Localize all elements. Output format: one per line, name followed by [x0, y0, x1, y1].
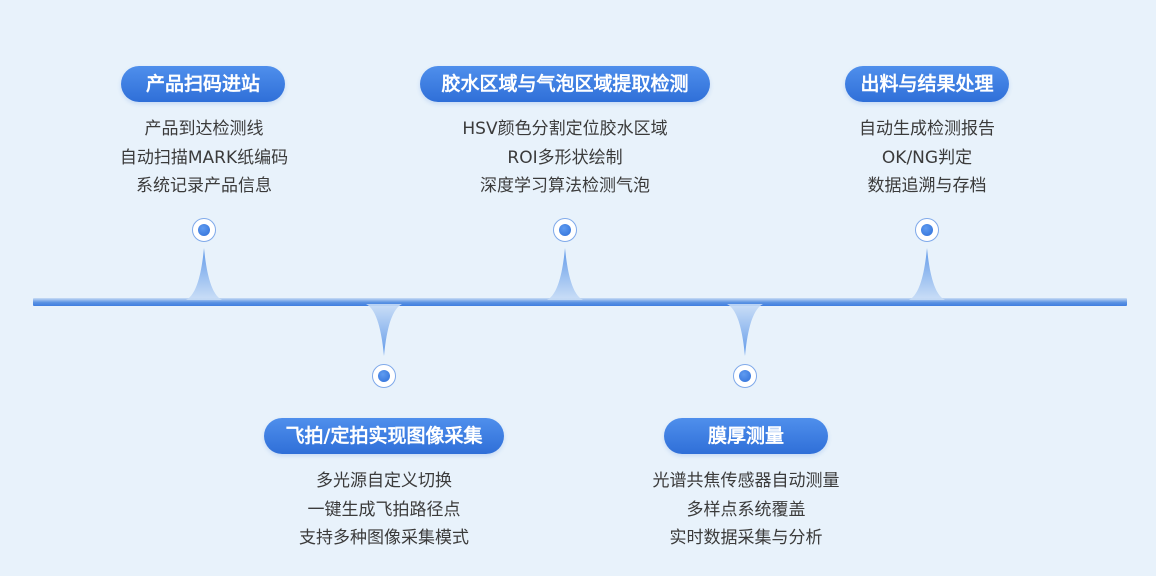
timeline-spike-1 — [186, 248, 222, 300]
stage-item: 数据追溯与存档 — [867, 176, 987, 196]
stage-item: OK/NG判定 — [881, 147, 973, 168]
timeline-line — [33, 298, 1127, 306]
stage-title-image-capture: 飞拍/定拍实现图像采集 — [264, 418, 504, 454]
stage-item: 自动扫描MARK纸编码 — [119, 147, 289, 168]
stage-list-image-capture: 多光源自定义切换 一键生成飞拍路径点 支持多种图像采集模式 — [259, 467, 509, 553]
stage-item: 产品到达检测线 — [144, 119, 264, 139]
stage-list-glue-bubble-detection: HSV颜色分割定位胶水区域 ROI多形状绘制 深度学习算法检测气泡 — [425, 115, 705, 201]
stage-title-glue-bubble-detection: 胶水区域与气泡区域提取检测 — [420, 66, 710, 102]
stage-item: 实时数据采集与分析 — [669, 528, 823, 548]
stage-item: ROI多形状绘制 — [507, 147, 623, 168]
timeline-spike-5 — [727, 304, 763, 356]
timeline-spike-2 — [547, 248, 583, 300]
stage-list-product-scan: 产品到达检测线 自动扫描MARK纸编码 系统记录产品信息 — [84, 115, 324, 201]
timeline-dot-2 — [553, 218, 577, 242]
stage-item: 深度学习算法检测气泡 — [480, 176, 650, 196]
stage-title-output-results: 出料与结果处理 — [845, 66, 1009, 102]
timeline-dot-3 — [915, 218, 939, 242]
stage-item: 光谱共焦传感器自动测量 — [652, 471, 840, 491]
stage-item: 多样点系统覆盖 — [686, 499, 806, 520]
stage-item: HSV颜色分割定位胶水区域 — [462, 119, 668, 139]
stage-item: 系统记录产品信息 — [136, 176, 272, 196]
stage-item: 支持多种图像采集模式 — [299, 528, 469, 548]
stage-title-product-scan: 产品扫码进站 — [121, 66, 285, 102]
stage-item: 自动生成检测报告 — [859, 119, 995, 139]
stage-title-film-thickness: 膜厚测量 — [664, 418, 828, 454]
stage-item: 多光源自定义切换 — [316, 471, 452, 491]
timeline-dot-5 — [733, 364, 757, 388]
timeline-spike-3 — [909, 248, 945, 300]
stage-list-output-results: 自动生成检测报告 OK/NG判定 数据追溯与存档 — [807, 115, 1047, 201]
stage-item: 一键生成飞拍路径点 — [307, 499, 461, 520]
stage-list-film-thickness: 光谱共焦传感器自动测量 多样点系统覆盖 实时数据采集与分析 — [626, 467, 866, 553]
timeline-dot-4 — [372, 364, 396, 388]
timeline-spike-4 — [366, 304, 402, 356]
timeline-dot-1 — [192, 218, 216, 242]
